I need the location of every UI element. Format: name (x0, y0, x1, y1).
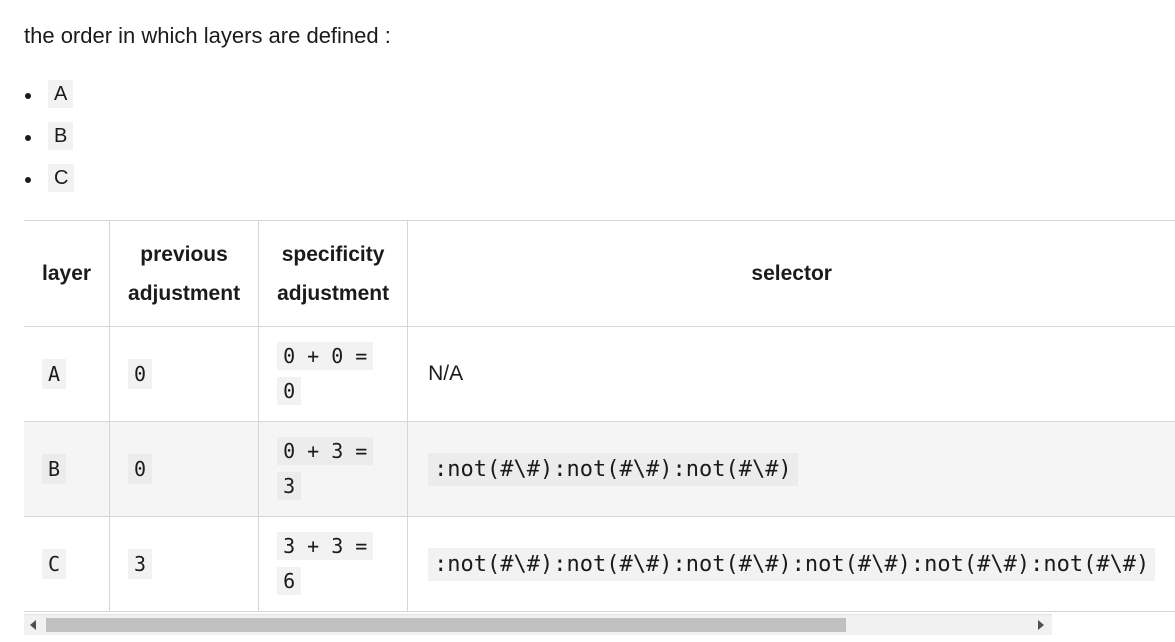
cell-selector: :not(#\#):not(#\#):not(#\#):not(#\#):not… (407, 516, 1175, 612)
cell-selector: :not(#\#):not(#\#):not(#\#) (407, 421, 1175, 517)
table-row: A 0 0 + 0 = 0 N/A (24, 326, 1175, 422)
cell-previous: 3 (109, 516, 260, 612)
cell-previous: 0 (109, 421, 260, 517)
table-row: B 0 0 + 3 = 3 :not(#\#):not(#\#):not(#\#… (24, 421, 1175, 517)
layer-name: B (48, 122, 74, 150)
list-item: A (0, 80, 74, 122)
layer-code: A (42, 358, 67, 389)
selector-code: :not(#\#):not(#\#):not(#\#) (428, 452, 798, 486)
selector-code: :not(#\#):not(#\#):not(#\#):not(#\#):not… (428, 547, 1156, 581)
specificity-table: layer previous adjustment specificity ad… (24, 220, 1175, 612)
scroll-left-arrow-icon[interactable] (30, 620, 36, 630)
layer-name: C (48, 164, 75, 192)
scrollbar-thumb[interactable] (46, 618, 846, 632)
table-scroll-container[interactable]: layer previous adjustment specificity ad… (24, 220, 1175, 642)
layer-code: C (42, 548, 67, 579)
page: the order in which layers are defined : … (0, 23, 1175, 642)
cell-layer: B (24, 421, 111, 517)
intro-text: the order in which layers are defined : (24, 23, 391, 48)
list-item: B (0, 122, 74, 164)
bullet-icon (25, 93, 31, 99)
specificity-code: 0 + 0 = 0 (277, 342, 374, 405)
cell-previous: 0 (109, 326, 260, 422)
cell-selector: N/A (407, 326, 1175, 422)
layer-order-list: A B C (0, 80, 75, 206)
cell-specificity: 0 + 3 = 3 (258, 421, 409, 517)
layer-name: A (48, 80, 74, 108)
header-layer: layer (24, 220, 111, 327)
cell-layer: A (24, 326, 111, 422)
cell-layer: C (24, 516, 111, 612)
horizontal-scrollbar[interactable] (24, 614, 1052, 635)
bullet-icon (25, 177, 31, 183)
header-specificity-adjustment: specificity adjustment (258, 220, 409, 327)
scroll-right-arrow-icon[interactable] (1038, 620, 1044, 630)
previous-code: 0 (128, 453, 153, 484)
table-row: C 3 3 + 3 = 6 :not(#\#):not(#\#):not(#\#… (24, 516, 1175, 612)
list-item: C (0, 164, 75, 206)
previous-code: 0 (128, 358, 153, 389)
header-previous-adjustment: previous adjustment (109, 220, 260, 327)
specificity-code: 3 + 3 = 6 (277, 532, 374, 595)
header-selector: selector (407, 220, 1175, 327)
table-header-row: layer previous adjustment specificity ad… (24, 220, 1175, 327)
bullet-icon (25, 135, 31, 141)
previous-code: 3 (128, 548, 153, 579)
cell-specificity: 0 + 0 = 0 (258, 326, 409, 422)
specificity-code: 0 + 3 = 3 (277, 437, 374, 500)
selector-text: N/A (428, 362, 464, 385)
cell-specificity: 3 + 3 = 6 (258, 516, 409, 612)
layer-code: B (42, 453, 67, 484)
